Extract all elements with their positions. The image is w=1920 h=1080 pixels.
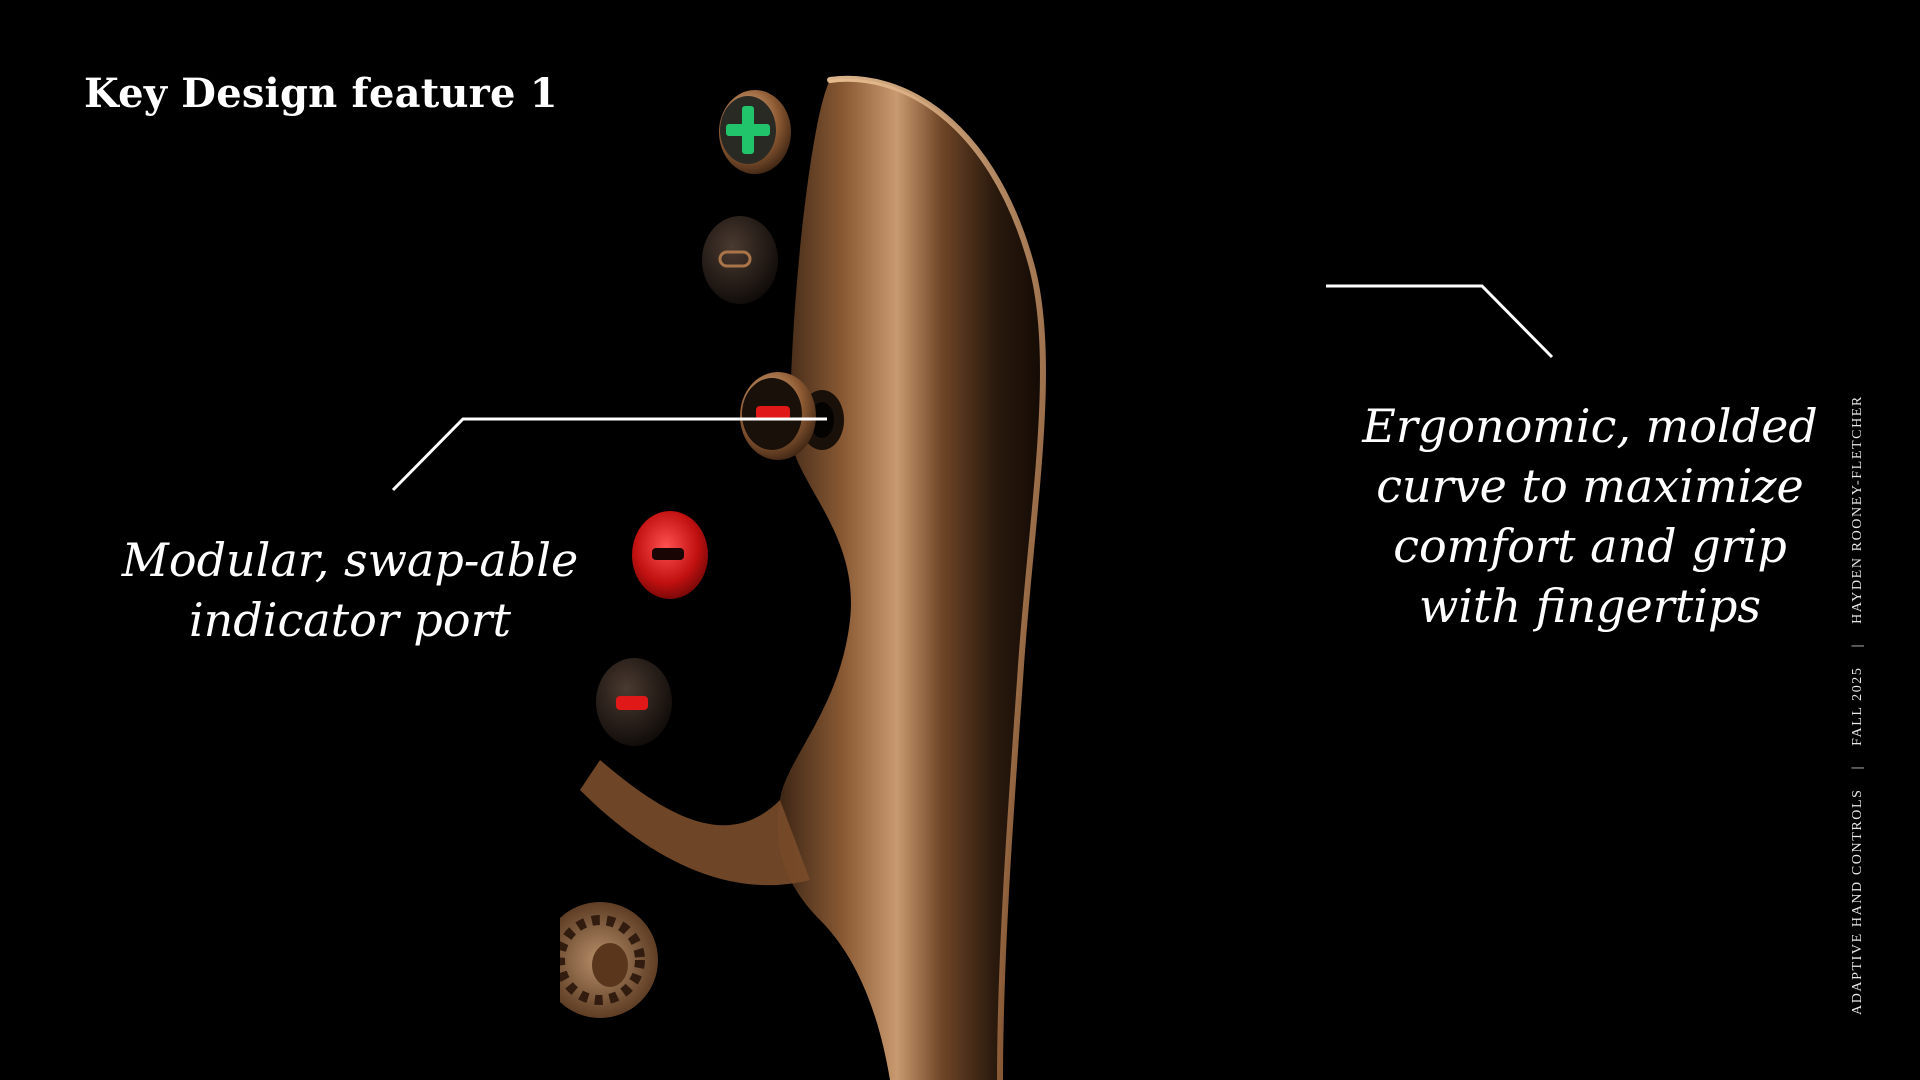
slide-title: Key Design feature 1 bbox=[84, 70, 558, 117]
footer-credit: ADAPTIVE HAND CONTROLS | FALL 2025 | HAY… bbox=[1850, 395, 1866, 1015]
callout-left-line-2: indicator port bbox=[188, 593, 512, 647]
indicator-cap-dark-icon bbox=[702, 216, 778, 304]
indicator-cap-green-icon bbox=[719, 90, 791, 174]
product-render-image bbox=[560, 75, 1046, 1080]
callout-modular-port: Modular, swap-able indicator port bbox=[100, 530, 600, 650]
gear-knob-icon bbox=[560, 902, 658, 1018]
footer-separator-1: | bbox=[1850, 764, 1865, 770]
callout-right-line-2: curve to maximize bbox=[1376, 459, 1804, 513]
callout-ergonomic-curve: Ergonomic, molded curve to maximize comf… bbox=[1330, 396, 1850, 636]
leader-line-right bbox=[1326, 284, 1554, 359]
callout-right-line-1: Ergonomic, molded bbox=[1362, 399, 1818, 453]
callout-right-line-4: with fingertips bbox=[1418, 579, 1762, 633]
indicator-cap-red-translucent-icon bbox=[632, 511, 708, 599]
indicator-cap-red-attached-icon bbox=[740, 372, 816, 460]
footer-separator-2: | bbox=[1850, 642, 1865, 648]
footer-author: HAYDEN ROONEY-FLETCHER bbox=[1850, 395, 1865, 624]
callout-left-line-1: Modular, swap-able bbox=[121, 533, 579, 587]
footer-term: FALL 2025 bbox=[1850, 666, 1865, 746]
footer-project: ADAPTIVE HAND CONTROLS bbox=[1850, 788, 1865, 1015]
callout-right-line-3: comfort and grip bbox=[1393, 519, 1787, 573]
indicator-cap-red-dark-icon bbox=[596, 658, 672, 746]
